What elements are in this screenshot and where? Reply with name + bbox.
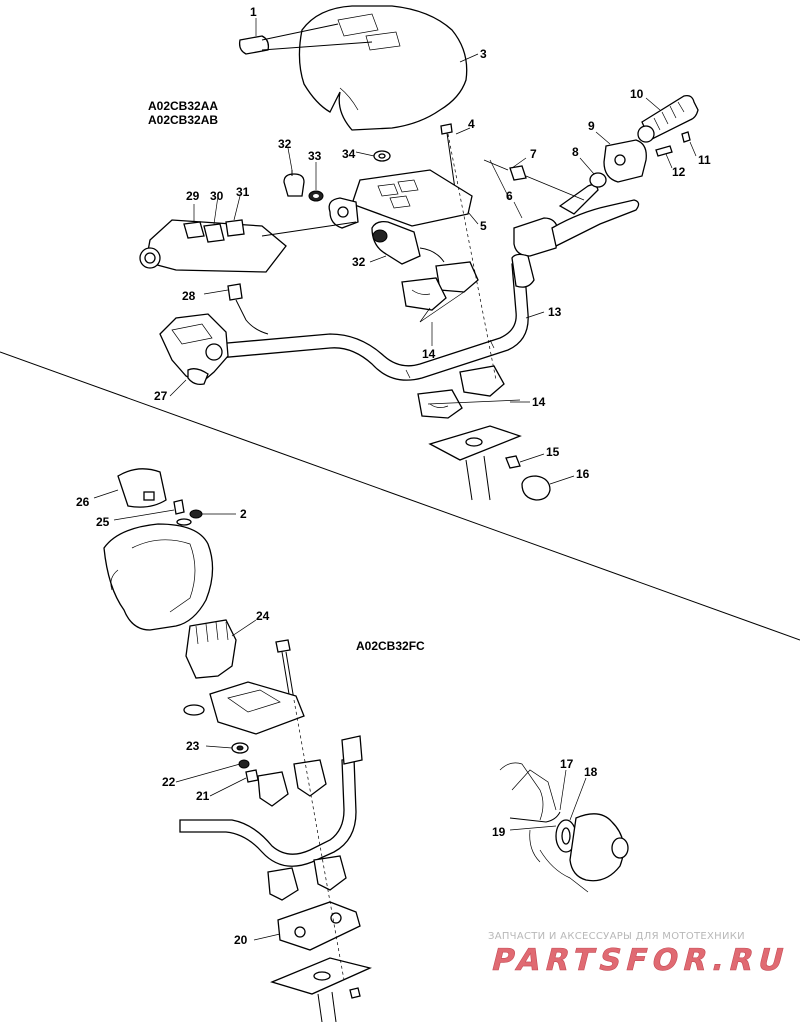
callout-label: 16 — [576, 467, 590, 481]
callout-label: 34 — [342, 147, 356, 161]
callout-label: 26 — [76, 495, 90, 509]
watermark-logo: PARTSFOR.RU — [488, 943, 787, 978]
callout-label: 2 — [240, 507, 247, 521]
cable-part — [509, 811, 561, 823]
callout-label: 32 — [352, 255, 366, 269]
callout-label: 22 — [162, 775, 176, 789]
key-switch-part — [283, 173, 305, 197]
washer-part — [176, 518, 192, 526]
callout-label: 4 — [468, 117, 475, 131]
callout-label: 24 — [256, 609, 270, 623]
callout-label: 10 — [630, 87, 644, 101]
nut-part — [505, 455, 521, 469]
lower-clamp-part — [417, 389, 463, 419]
section-code-label: A02CB32AB — [148, 113, 218, 127]
callout-label: 27 — [154, 389, 168, 403]
gauge-cup-part — [117, 468, 167, 508]
callout-label: 3 — [480, 47, 487, 61]
watermark-tagline: ЗАПЧАСТИ И АКСЕССУАРЫ ДЛЯ МОТОТЕХНИКИ — [488, 931, 745, 942]
callout-label: 21 — [196, 789, 210, 803]
handlebar-part — [215, 261, 529, 381]
section-code-label: A02CB32AA — [148, 99, 218, 113]
lower-clamp-part — [313, 855, 347, 891]
callout-label: 14 — [422, 347, 436, 361]
upper-clamp-part — [401, 277, 447, 311]
callout-label: 13 — [548, 305, 562, 319]
callout-label: 14 — [532, 395, 546, 409]
callout-label: 30 — [210, 189, 224, 203]
screw-part — [173, 499, 185, 515]
housing-bracket-part — [209, 681, 305, 735]
bolt-part — [275, 639, 291, 653]
callout-label: 18 — [584, 765, 598, 779]
callout-label: 12 — [672, 165, 686, 179]
callouts: 1 2 3 4 5 6 7 8 9 10 11 12 13 14 14 15 1… — [76, 5, 711, 947]
callout-label: 6 — [506, 189, 513, 203]
cover-plug-part — [238, 35, 270, 55]
connector-part — [227, 283, 243, 301]
cap-part — [521, 475, 551, 501]
callout-label: 28 — [182, 289, 196, 303]
section-code-label: A02CB32FC — [356, 639, 425, 653]
callout-label: 1 — [250, 5, 257, 19]
master-cylinder-part — [513, 217, 559, 257]
upper-clamp-part — [435, 261, 479, 293]
inset-detail — [499, 762, 629, 893]
callout-label: 19 — [492, 825, 506, 839]
switch-housing-part — [159, 313, 229, 385]
callout-label: 7 — [530, 147, 537, 161]
ignition-switch-part — [371, 220, 421, 265]
pin-part — [655, 145, 673, 157]
callout-label: 15 — [546, 445, 560, 459]
callout-label: 25 — [96, 515, 110, 529]
adjuster-part — [509, 165, 527, 181]
screw-part — [681, 131, 691, 143]
lower-clamp-part — [459, 365, 505, 397]
callout-label: 5 — [480, 219, 487, 233]
top-assembly — [139, 5, 699, 501]
lower-clamp-part — [267, 867, 299, 901]
callout-label: 23 — [186, 739, 200, 753]
upper-clamp-part — [257, 771, 289, 807]
callout-label: 8 — [572, 145, 579, 159]
handlebar-cover-part — [298, 5, 468, 131]
spacer-part — [589, 172, 607, 188]
lockwasher-part — [238, 759, 250, 769]
callout-label: 20 — [234, 933, 248, 947]
watermark-logo-text: PARTSFOR.RU — [488, 943, 787, 977]
upper-clamp-part — [293, 759, 327, 797]
callout-label: 33 — [308, 149, 322, 163]
nut-part — [245, 769, 259, 783]
grip-part — [641, 94, 699, 141]
callout-label: 9 — [588, 119, 595, 133]
callout-label: 17 — [560, 757, 574, 771]
callout-label: 32 — [278, 137, 292, 151]
bottom-assembly — [103, 468, 629, 1022]
callout-label: 11 — [698, 153, 711, 167]
housing-bracket-part — [351, 169, 473, 227]
callout-label: 31 — [236, 185, 250, 199]
switch-block-part — [185, 619, 237, 679]
section-divider-line — [0, 351, 800, 641]
callout-label: 29 — [186, 189, 200, 203]
lower-cover-part — [103, 523, 214, 631]
riser-block-part — [277, 901, 361, 951]
watermark: ЗАПЧАСТИ И АКСЕССУАРЫ ДЛЯ МОТОТЕХНИКИ PA… — [488, 931, 787, 978]
